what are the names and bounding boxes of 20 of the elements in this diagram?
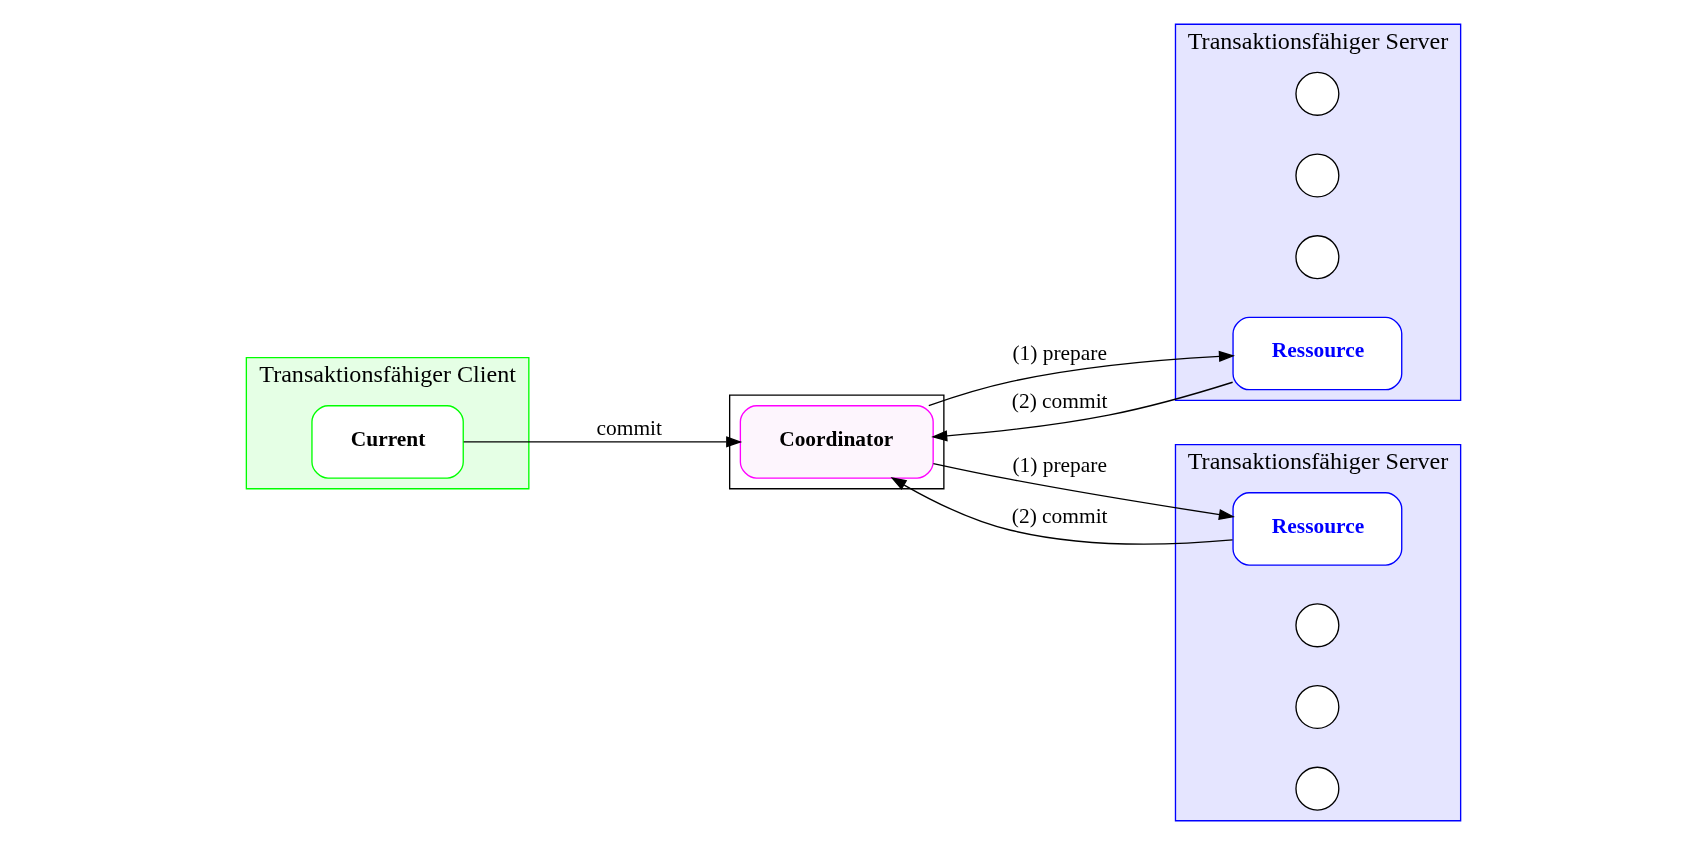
- edge-label: commit: [596, 415, 662, 440]
- edge-label: (1) prepare: [1011, 453, 1107, 478]
- node-box: Current: [310, 405, 464, 479]
- node-box: Ressource: [1231, 492, 1402, 566]
- arrow: [890, 477, 1233, 545]
- node-circle: [1294, 603, 1339, 648]
- arrow: [930, 381, 1233, 442]
- node-circle: [1294, 235, 1339, 280]
- node-circle: [1294, 684, 1339, 730]
- node-circle: [1294, 71, 1339, 116]
- edge-label: (2) commit: [1011, 389, 1108, 414]
- edge-label: (1) prepare: [1011, 340, 1107, 365]
- node-box: Ressource: [1231, 316, 1402, 391]
- edge-label: (2) commit: [1011, 504, 1108, 529]
- arrow: [927, 350, 1235, 407]
- arrow: [462, 436, 742, 448]
- arrow: [932, 462, 1235, 521]
- node-box: Coordinator: [739, 405, 934, 479]
- node-circle: [1294, 766, 1339, 811]
- node-circle: [1294, 153, 1339, 198]
